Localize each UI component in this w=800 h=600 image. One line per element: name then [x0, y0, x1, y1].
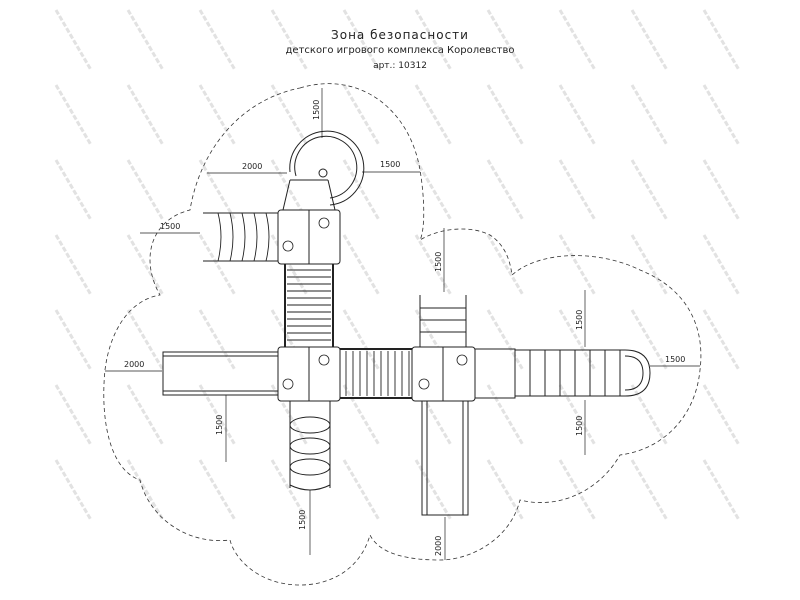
watermark-mark [414, 159, 453, 221]
watermark-mark [558, 384, 597, 446]
watermark-mark [486, 84, 525, 146]
watermark-mark [414, 459, 453, 521]
watermark-mark [126, 84, 165, 146]
watermark-mark [54, 309, 93, 371]
watermark-mark [558, 9, 597, 71]
watermark-mark [702, 384, 741, 446]
watermark-mark [198, 159, 237, 221]
dim-right-upper: 1500 [575, 310, 584, 330]
watermark-mark [54, 159, 93, 221]
dim-top-left: 2000 [242, 162, 262, 171]
dimension-labels: 1500 2000 1500 1500 1500 1500 1500 1500 … [124, 100, 685, 556]
watermark-mark [342, 159, 381, 221]
watermark-mark [486, 459, 525, 521]
watermark-mark [54, 384, 93, 446]
right-climber [474, 348, 651, 399]
watermark-mark [630, 84, 669, 146]
watermark-mark [702, 9, 741, 71]
watermark-mark [486, 159, 525, 221]
watermark-mark [486, 309, 525, 371]
dim-bottom-slide: 2000 [434, 536, 443, 556]
watermark-mark [702, 84, 741, 146]
watermark-mark [342, 234, 381, 296]
dim-right-lower: 1500 [575, 416, 584, 436]
dimension-lines [105, 88, 700, 560]
dim-mid-vertical: 1500 [434, 252, 443, 272]
watermark-mark [702, 459, 741, 521]
dim-top-right: 1500 [380, 160, 400, 169]
watermark-mark [342, 384, 381, 446]
watermark-mark [126, 9, 165, 71]
safety-zone-outline [103, 83, 702, 586]
title: Зона безопасности [331, 28, 469, 42]
watermark-mark [198, 459, 237, 521]
watermark-mark [558, 309, 597, 371]
top-left-ladder [203, 212, 278, 262]
horizontal-bridge [340, 348, 412, 399]
watermark-mark [630, 9, 669, 71]
vertical-bridge [284, 264, 334, 347]
watermark-mark [342, 309, 381, 371]
dim-left-upper: 1500 [160, 222, 180, 231]
watermark-mark [558, 159, 597, 221]
watermark-mark [342, 84, 381, 146]
watermark-mark [630, 459, 669, 521]
watermark-mark [198, 234, 237, 296]
dim-top-vertical: 1500 [312, 100, 321, 120]
watermark-mark [630, 159, 669, 221]
watermark-mark [630, 234, 669, 296]
subtitle: детского игрового комплекса Королевство [285, 45, 515, 56]
watermark-mark [126, 234, 165, 296]
watermark-mark [54, 84, 93, 146]
watermark-mark [414, 9, 453, 71]
watermark-mark [630, 384, 669, 446]
bottom-slide [421, 400, 469, 516]
watermark-mark [126, 159, 165, 221]
watermark-mark [126, 384, 165, 446]
watermark-mark [126, 459, 165, 521]
watermark-mark [702, 309, 741, 371]
spiral-slide [282, 130, 365, 211]
article-number: арт.: 10312 [373, 61, 427, 71]
watermark-mark [702, 159, 741, 221]
rings-ladder [289, 401, 331, 491]
watermark-mark [342, 459, 381, 521]
watermark-mark [270, 459, 309, 521]
watermark-mark [558, 84, 597, 146]
dim-bottom-rings: 1500 [298, 510, 307, 530]
watermark-mark [486, 9, 525, 71]
watermark-mark [486, 384, 525, 446]
platforms [277, 209, 476, 402]
watermark-mark [486, 234, 525, 296]
dim-left-lower: 1500 [215, 415, 224, 435]
watermark-mark [126, 309, 165, 371]
watermark-mark [414, 234, 453, 296]
top-ladder [419, 295, 467, 347]
left-slide [162, 351, 279, 396]
watermark-mark [54, 234, 93, 296]
watermark-mark [342, 9, 381, 71]
watermark-mark [558, 234, 597, 296]
watermark-mark [54, 459, 93, 521]
watermark-mark [54, 9, 93, 71]
watermark-mark [198, 9, 237, 71]
watermark-mark [702, 234, 741, 296]
clover-icons [282, 217, 468, 390]
watermark-mark [270, 9, 309, 71]
watermark-mark [558, 459, 597, 521]
watermark-mark [198, 309, 237, 371]
dim-left-slide: 2000 [124, 360, 144, 369]
dim-right-end: 1500 [665, 355, 685, 364]
watermark-mark [414, 84, 453, 146]
watermark-mark [198, 84, 237, 146]
watermark-mark [630, 309, 669, 371]
watermarks [54, 9, 741, 521]
watermark-mark [270, 84, 309, 146]
